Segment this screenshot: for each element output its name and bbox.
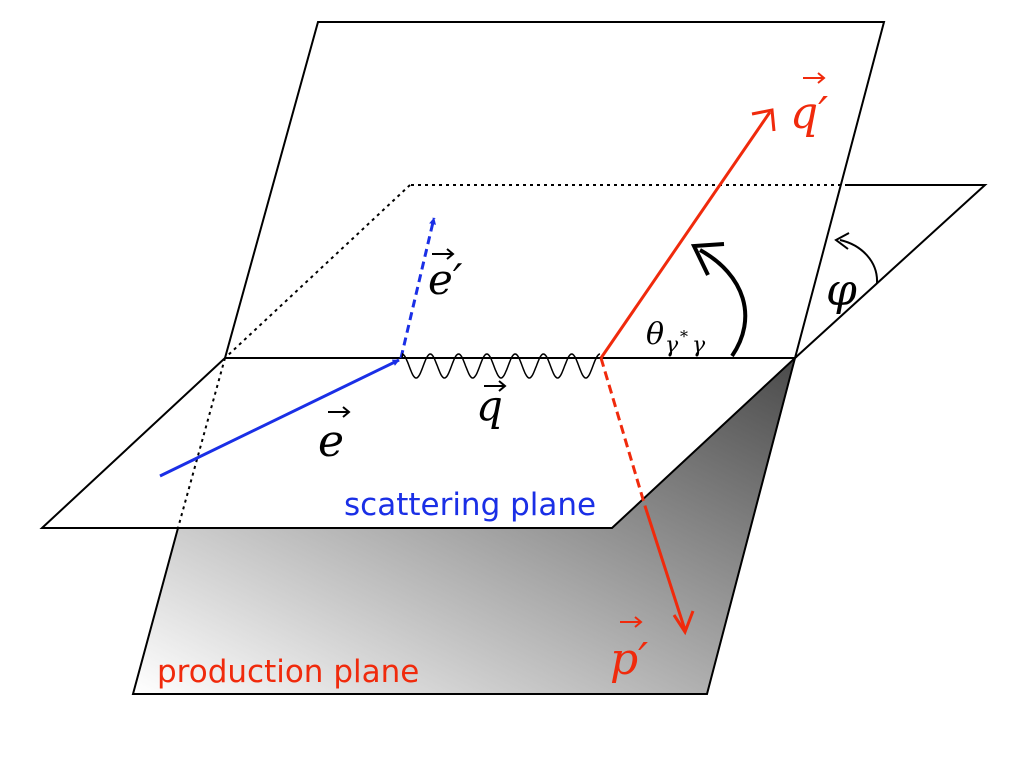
- vector-arrow-e-prime: [432, 248, 455, 260]
- label-q: q: [476, 381, 503, 430]
- virtual-photon-wave: [401, 352, 601, 379]
- label-production-plane: production plane: [157, 654, 419, 690]
- vector-arrow-p-prime: [620, 616, 643, 628]
- label-phi: φ: [826, 265, 857, 316]
- proton-arrowhead: [672, 610, 695, 636]
- label-p-prime: p′: [610, 634, 648, 685]
- label-q-prime: q′: [790, 88, 828, 139]
- theta-sub-star: *: [680, 327, 688, 346]
- vector-arrow-e: [328, 406, 351, 418]
- vector-arrow-q-prime: [803, 72, 826, 84]
- real-photon-arrow: [599, 111, 772, 359]
- electron-out-arrow: [399, 217, 436, 359]
- theta-sub-gamma2: γ: [692, 333, 706, 358]
- upper-plane-hidden-edge: [177, 357, 226, 529]
- theta-sub-gamma: γ: [665, 333, 679, 358]
- label-e: e: [318, 416, 344, 467]
- phi-angle-arrowhead: [834, 232, 850, 250]
- label-theta: θ γ * γ: [646, 317, 706, 358]
- proton-arrow-dashed: [599, 357, 647, 507]
- vector-arrow-q: [484, 380, 507, 392]
- scattering-plane-hidden-edge-left: [224, 184, 411, 359]
- phi-angle-arrow: [839, 239, 879, 284]
- theta-angle-arrow: [699, 248, 748, 358]
- label-scattering-plane: scattering plane: [344, 487, 596, 523]
- scattering-plane-back-edge: [794, 184, 988, 359]
- electron-in-arrow: [159, 358, 400, 478]
- production-plane: [133, 358, 795, 694]
- real-photon-arrowhead: [751, 108, 776, 132]
- theta-angle-arrowhead: [690, 242, 725, 276]
- production-plane-edge: [131, 357, 796, 695]
- proton-arrow: [643, 505, 687, 631]
- theta-symbol: θ: [646, 317, 664, 352]
- label-e-prime: e′: [428, 255, 463, 304]
- upper-plane-edge: [224, 21, 886, 359]
